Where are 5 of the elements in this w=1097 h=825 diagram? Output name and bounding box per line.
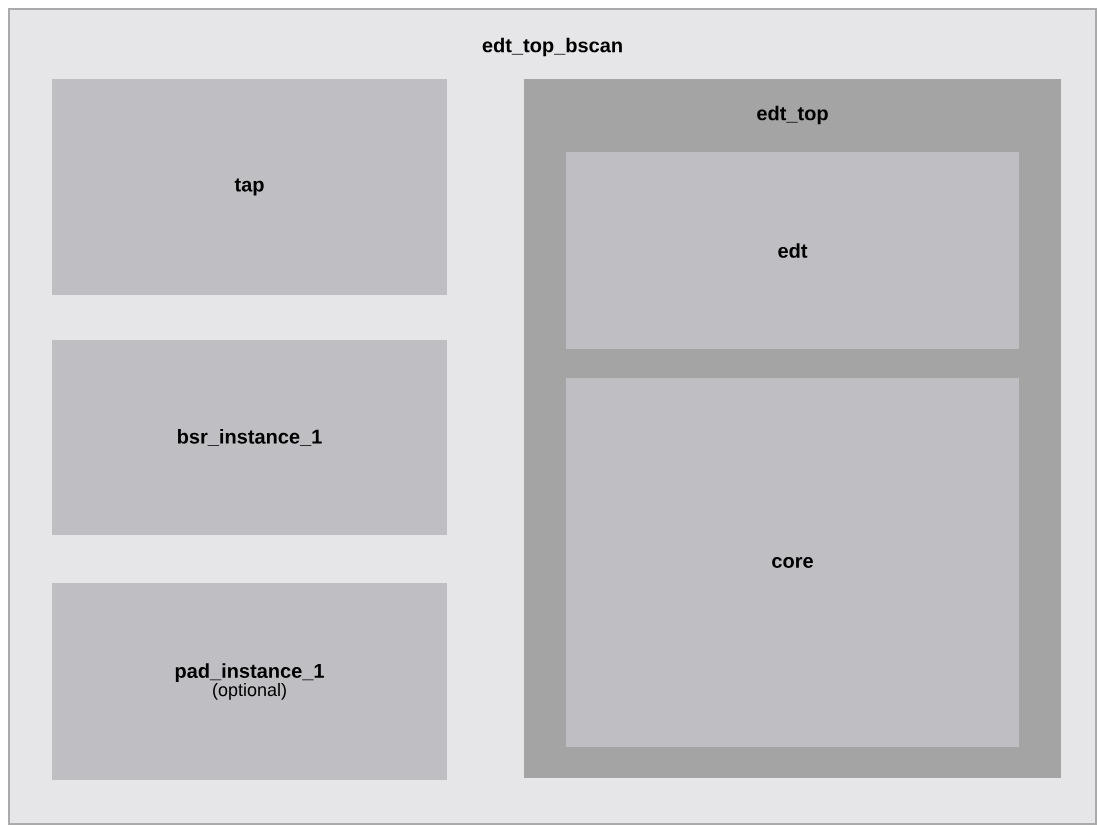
module-box: pad_instance_1 (optional) [52, 583, 447, 780]
module-box: core [566, 378, 1019, 747]
module-box: tap [52, 79, 447, 295]
module-box: edt [566, 152, 1019, 349]
module-box: bsr_instance_1 [52, 340, 447, 535]
